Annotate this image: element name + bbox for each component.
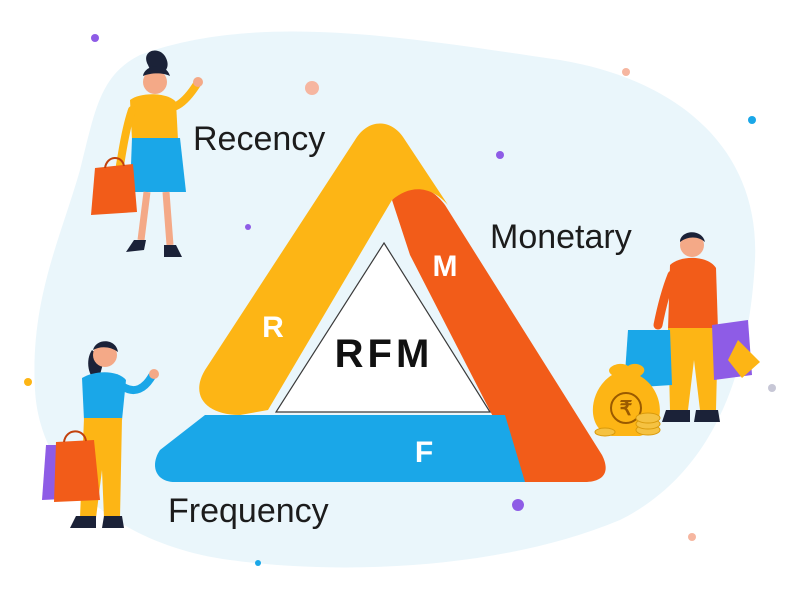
recency-segment [199,123,448,415]
frequency-letter: F [415,436,433,469]
monetary-letter: M [433,250,458,283]
shopper-woman-pointing [91,50,203,257]
monetary-segment [392,187,606,482]
inner-triangle [274,241,492,413]
shopper-woman-waving [42,341,159,528]
currency-symbol: ₹ [620,398,633,420]
recency-letter: R [262,311,284,344]
money-bag: ₹ [592,363,661,437]
monetary-label: Monetary [490,218,632,256]
frequency-segment [155,415,525,482]
frequency-label: Frequency [168,492,329,530]
rfm-triangle [155,123,606,482]
decorative-dots [24,34,776,566]
center-label: RFM [335,332,434,376]
recency-label: Recency [193,120,325,158]
